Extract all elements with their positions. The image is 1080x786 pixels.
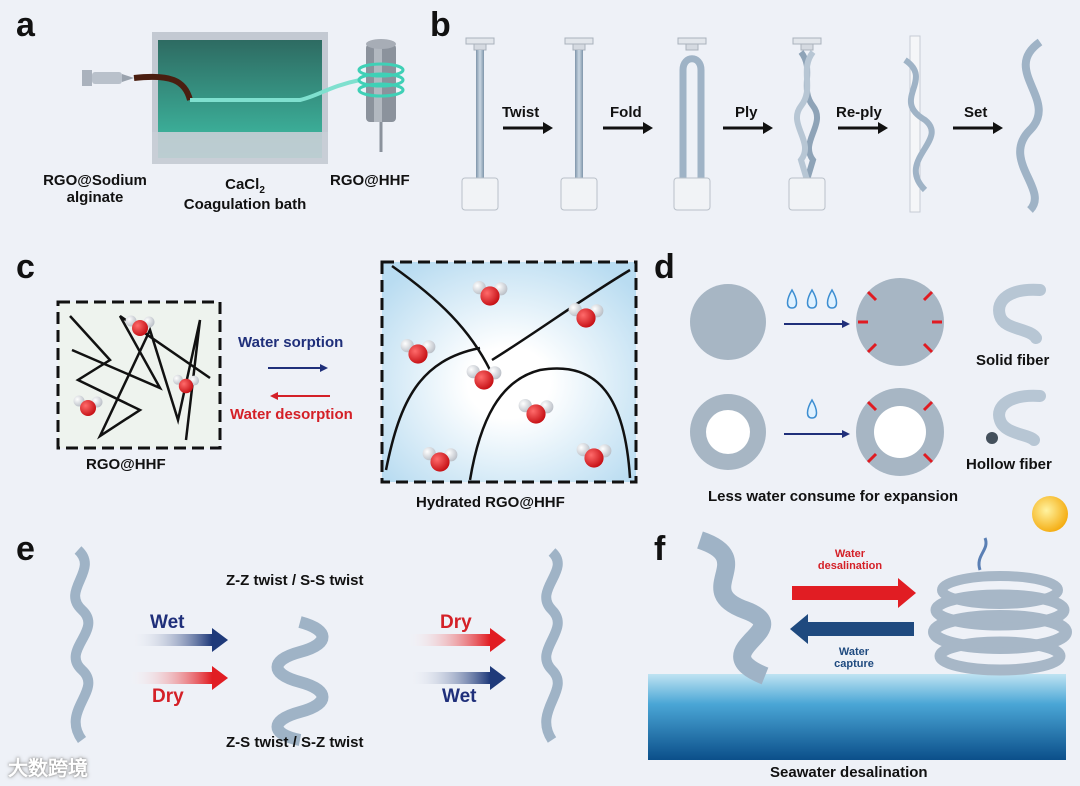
wound-fiber bbox=[357, 62, 405, 78]
panel-d-graphics bbox=[690, 278, 1046, 476]
water-molecule bbox=[172, 374, 200, 394]
hydrated-network-box bbox=[380, 260, 638, 484]
syringe-plunger bbox=[82, 70, 92, 86]
water-molecule bbox=[568, 303, 604, 328]
water-molecule bbox=[400, 339, 436, 364]
vapor-arrow bbox=[977, 537, 988, 571]
step-set: Set bbox=[964, 104, 988, 121]
label-seawater-desalination: Seawater desalination bbox=[770, 764, 928, 781]
label-rgo-sodium-alginate: RGO@Sodium alginate bbox=[43, 172, 147, 206]
fiber-e-left bbox=[70, 546, 94, 743]
fiber-in-bath bbox=[190, 78, 361, 102]
water-molecule bbox=[472, 281, 508, 306]
label-rgo-hhf-c: RGO@HHF bbox=[86, 456, 166, 473]
label-rgo-hhf-a: RGO@HHF bbox=[330, 172, 410, 189]
fiber-e-right bbox=[541, 548, 563, 743]
watermark: 大数跨境 bbox=[8, 758, 88, 780]
step-ply: Ply bbox=[735, 104, 758, 121]
fiber-f-coil bbox=[937, 571, 1063, 609]
label-water-desalination: Water desalination bbox=[817, 548, 883, 572]
dry-arrow-2 bbox=[406, 634, 490, 646]
panel-f-graphics bbox=[648, 496, 1072, 760]
panel-letter-f: f bbox=[654, 530, 666, 568]
sun-icon bbox=[1032, 496, 1068, 532]
label-water-desorption: Water desorption bbox=[230, 406, 353, 423]
panel-b-graphics bbox=[461, 35, 1043, 213]
hollow-fiber-3d bbox=[993, 389, 1046, 446]
solid-fiber-wet bbox=[856, 278, 944, 366]
desalination-arrow bbox=[792, 586, 898, 600]
panel-letter-e: e bbox=[16, 530, 35, 568]
wet-arrow-1 bbox=[128, 634, 212, 646]
water-molecule bbox=[466, 365, 502, 390]
label-water-capture: Water capture bbox=[834, 646, 874, 670]
stage-replied bbox=[903, 35, 935, 213]
water-molecule bbox=[422, 447, 458, 472]
panel-letter-d: d bbox=[654, 248, 675, 286]
stage-twisted bbox=[560, 37, 598, 211]
water-molecule bbox=[576, 443, 612, 468]
stage-folded bbox=[673, 37, 711, 211]
capture-arrow bbox=[808, 622, 914, 636]
label-water-sorption: Water sorption bbox=[238, 334, 344, 351]
label-hydrated-rgo-hhf: Hydrated RGO@HHF bbox=[416, 494, 565, 511]
step-fold: Fold bbox=[610, 104, 642, 121]
solid-fiber-dry bbox=[690, 284, 766, 360]
label-zz-twist: Z-Z twist / S-S twist bbox=[226, 572, 364, 589]
label-dry-1: Dry bbox=[152, 686, 184, 707]
label-wet-1: Wet bbox=[150, 612, 185, 633]
expansion-arrows bbox=[858, 290, 942, 464]
stage-set-helix bbox=[1016, 38, 1043, 213]
panel-c-graphics bbox=[56, 260, 638, 484]
process-arrows bbox=[503, 122, 1003, 134]
step-re-ply: Re-ply bbox=[836, 104, 882, 121]
label-dry-2: Dry bbox=[440, 612, 472, 633]
label-zs-twist: Z-S twist / S-Z twist bbox=[226, 734, 364, 751]
water-molecule bbox=[518, 399, 554, 424]
panel-letter-c: c bbox=[16, 248, 35, 286]
step-twist: Twist bbox=[502, 104, 540, 121]
syringe-tip bbox=[122, 74, 134, 82]
sea-water bbox=[648, 674, 1066, 760]
panel-e-graphics bbox=[70, 546, 563, 746]
panel-letter-a: a bbox=[16, 6, 35, 44]
syringe-barrel bbox=[92, 72, 122, 84]
sorption-arrows bbox=[268, 364, 330, 400]
wet-arrow-2 bbox=[406, 672, 490, 684]
solid-fiber-3d bbox=[993, 283, 1046, 344]
label-hollow-fiber: Hollow fiber bbox=[966, 456, 1052, 473]
droplet-icons bbox=[786, 288, 838, 419]
alginate-stream bbox=[133, 73, 193, 101]
dry-arrow-1 bbox=[128, 672, 212, 684]
label-cacl2-coagulation-bath: CaCl2 Coagulation bath bbox=[183, 176, 307, 213]
label-less-water: Less water consume for expansion bbox=[708, 488, 959, 505]
label-solid-fiber: Solid fiber bbox=[976, 352, 1050, 369]
swollen-polymer-chains bbox=[384, 264, 632, 481]
dry-polymer-chains bbox=[69, 314, 211, 441]
fiber-e-middle bbox=[271, 616, 329, 746]
stage-straight bbox=[461, 37, 499, 211]
water-molecule bbox=[73, 395, 103, 416]
panel-a-graphics bbox=[82, 32, 405, 164]
stage-plied bbox=[788, 37, 826, 211]
label-wet-2: Wet bbox=[442, 686, 477, 707]
bath-base bbox=[152, 132, 328, 164]
panel-letter-b: b bbox=[430, 6, 451, 44]
d-arrows bbox=[784, 320, 850, 438]
fiber-f-left bbox=[696, 531, 772, 685]
water-molecule bbox=[125, 315, 155, 336]
